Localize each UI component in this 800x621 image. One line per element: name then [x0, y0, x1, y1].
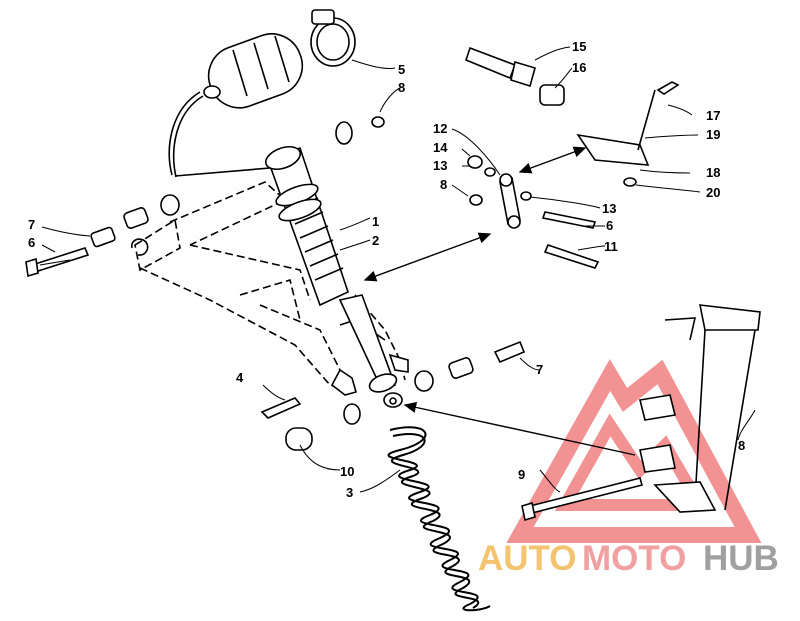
callout-15: 15: [572, 39, 586, 54]
callout-2: 2: [372, 233, 379, 248]
callout-10: 10: [340, 464, 354, 479]
callout-17: 17: [706, 108, 720, 123]
callout-7-left: 7: [28, 217, 35, 232]
watermark-auto: AUTO: [478, 539, 577, 578]
callout-1: 1: [372, 214, 379, 229]
left-hardware: [25, 116, 385, 278]
callout-13-right: 13: [602, 201, 616, 216]
top-linkage: [465, 46, 680, 187]
assembly-arrows: [363, 146, 636, 456]
callout-8-top: 8: [398, 80, 405, 95]
shock-spring: [387, 426, 491, 612]
leader-lines: [39, 46, 756, 493]
watermark-hub: HUB: [703, 539, 779, 578]
reservoir-clamp: [310, 9, 356, 67]
callout-16: 16: [572, 60, 586, 75]
linkage-rod: [467, 155, 600, 269]
callout-5: 5: [398, 62, 405, 77]
shock-absorber: [264, 145, 403, 408]
watermark-text: AUTO MOTO HUB: [478, 539, 779, 578]
watermark-moto: MOTO: [582, 539, 686, 578]
callout-4: 4: [236, 370, 244, 385]
callout-6-right: 6: [606, 218, 613, 233]
callout-labels: 1 2 3 4 5 6 6 7 7 8 8 8 9 10 11 12 13 13…: [28, 39, 745, 500]
callout-14: 14: [433, 140, 448, 155]
callout-6-left: 6: [28, 235, 35, 250]
callout-3: 3: [346, 485, 353, 500]
callout-11: 11: [604, 239, 618, 254]
callout-18: 18: [706, 165, 720, 180]
callout-7-right: 7: [536, 362, 543, 377]
callout-13-left: 13: [433, 158, 447, 173]
spindle-upright: [639, 304, 761, 513]
callout-19: 19: [706, 127, 720, 142]
callout-9: 9: [518, 467, 525, 482]
shock-reservoir: [168, 33, 304, 178]
callout-20: 20: [706, 185, 720, 200]
bolt-9: [521, 477, 643, 522]
callout-8-mid: 8: [440, 177, 447, 192]
right-hardware: [260, 340, 526, 451]
callout-12: 12: [433, 121, 447, 136]
callout-8-right: 8: [738, 438, 745, 453]
